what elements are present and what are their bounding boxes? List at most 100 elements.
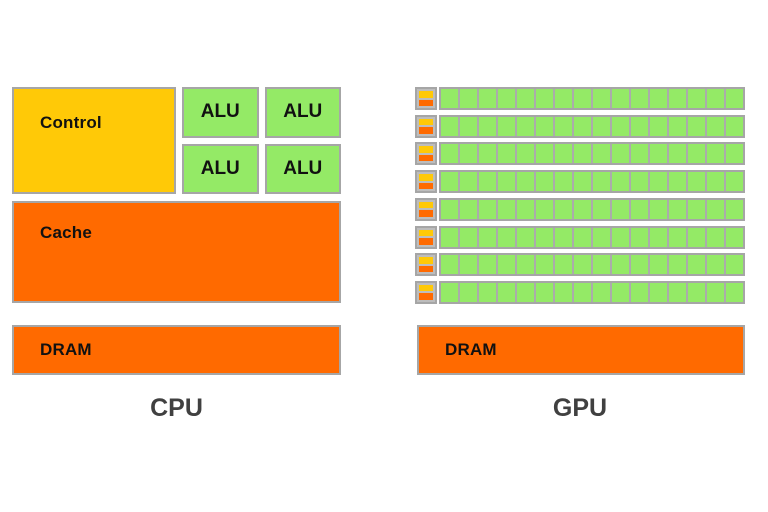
cpu-alu-box: ALU (264, 87, 341, 138)
gpu-control-cache-unit (415, 142, 437, 166)
gpu-alu-cell (669, 199, 686, 219)
gpu-alu-cell (517, 227, 534, 247)
gpu-alu-cell (555, 227, 572, 247)
gpu-control-cache-unit (415, 280, 437, 304)
gpu-alu-cell (498, 89, 515, 108)
gpu-alu-cell (574, 199, 591, 219)
gpu-alu-cell (612, 144, 629, 164)
gpu-alu-cell (460, 199, 477, 219)
gpu-alu-cell (669, 116, 686, 136)
gpu-alu-cell (650, 172, 667, 192)
cpu-cache-box: Cache (12, 201, 341, 303)
gpu-alu-cell (669, 144, 686, 164)
gpu-alu-cell (593, 227, 610, 247)
gpu-alu-cell (707, 282, 724, 302)
gpu-alu-cell (555, 89, 572, 108)
gpu-alu-cell (707, 144, 724, 164)
gpu-core-row (415, 87, 745, 110)
gpu-control-cache-unit (415, 225, 437, 249)
gpu-title: GPU (552, 394, 608, 422)
gpu-alu-cell (460, 282, 477, 302)
gpu-control-cache-unit (415, 197, 437, 221)
gpu-cache-cell (419, 238, 433, 245)
gpu-core-row (415, 280, 745, 304)
gpu-alu-cell (726, 255, 743, 275)
gpu-alu-strip (439, 197, 745, 221)
gpu-control-cell (419, 229, 433, 237)
gpu-alu-cell (669, 89, 686, 108)
gpu-alu-cell (631, 144, 648, 164)
gpu-alu-cell (536, 144, 553, 164)
gpu-cache-cell (419, 293, 433, 300)
gpu-cache-cell (419, 127, 433, 134)
gpu-alu-cell (498, 255, 515, 275)
gpu-alu-cell (726, 144, 743, 164)
cpu-alu-box: ALU (182, 143, 259, 194)
gpu-alu-cell (441, 227, 458, 247)
gpu-alu-cell (650, 227, 667, 247)
gpu-alu-cell (536, 172, 553, 192)
gpu-alu-strip (439, 142, 745, 166)
gpu-alu-cell (669, 172, 686, 192)
gpu-alu-cell (479, 227, 496, 247)
gpu-alu-cell (631, 255, 648, 275)
gpu-core-row (415, 114, 745, 138)
gpu-cache-cell (419, 182, 433, 190)
gpu-core-row (415, 142, 745, 166)
gpu-alu-cell (574, 172, 591, 192)
gpu-alu-cell (688, 89, 705, 108)
gpu-alu-cell (726, 227, 743, 247)
gpu-alu-cell (555, 116, 572, 136)
gpu-alu-cell (536, 282, 553, 302)
cpu-dram-label: DRAM (40, 340, 92, 359)
gpu-alu-cell (612, 255, 629, 275)
cpu-cache-label: Cache (40, 223, 93, 242)
gpu-cache-cell (419, 210, 433, 217)
gpu-control-cell (419, 146, 433, 153)
gpu-alu-cell (479, 199, 496, 219)
gpu-alu-cell (479, 116, 496, 136)
gpu-alu-cell (479, 144, 496, 164)
gpu-alu-cell (460, 172, 477, 192)
gpu-alu-cell (517, 116, 534, 136)
gpu-alu-cell (707, 255, 724, 275)
gpu-alu-cell (612, 172, 629, 192)
cpu-control-box: Control (12, 87, 176, 194)
gpu-alu-cell (536, 255, 553, 275)
gpu-alu-cell (631, 199, 648, 219)
gpu-control-cell (419, 284, 433, 292)
gpu-alu-cell (593, 89, 610, 108)
gpu-alu-cell (593, 172, 610, 192)
gpu-alu-cell (517, 144, 534, 164)
gpu-alu-cell (707, 116, 724, 136)
gpu-alu-cell (593, 282, 610, 302)
gpu-alu-cell (498, 172, 515, 192)
gpu-control-cache-unit (415, 114, 437, 138)
gpu-core-row (415, 197, 745, 221)
gpu-alu-strip (439, 253, 745, 277)
gpu-alu-cell (593, 116, 610, 136)
gpu-alu-cell (726, 282, 743, 302)
gpu-alu-cell (688, 199, 705, 219)
gpu-alu-cell (631, 116, 648, 136)
gpu-alu-cell (460, 255, 477, 275)
gpu-alu-cell (688, 144, 705, 164)
gpu-core-rows (415, 87, 745, 304)
gpu-alu-cell (517, 282, 534, 302)
gpu-alu-cell (669, 255, 686, 275)
gpu-alu-cell (650, 255, 667, 275)
gpu-alu-cell (479, 89, 496, 108)
gpu-alu-cell (555, 255, 572, 275)
gpu-alu-cell (688, 172, 705, 192)
gpu-control-cell (419, 201, 433, 209)
gpu-dram-label: DRAM (445, 340, 497, 359)
gpu-alu-cell (688, 116, 705, 136)
gpu-alu-cell (517, 172, 534, 192)
gpu-alu-strip (439, 87, 745, 110)
gpu-alu-cell (593, 144, 610, 164)
gpu-control-cell (419, 91, 433, 98)
gpu-alu-cell (726, 172, 743, 192)
gpu-alu-cell (479, 255, 496, 275)
gpu-alu-cell (441, 89, 458, 108)
